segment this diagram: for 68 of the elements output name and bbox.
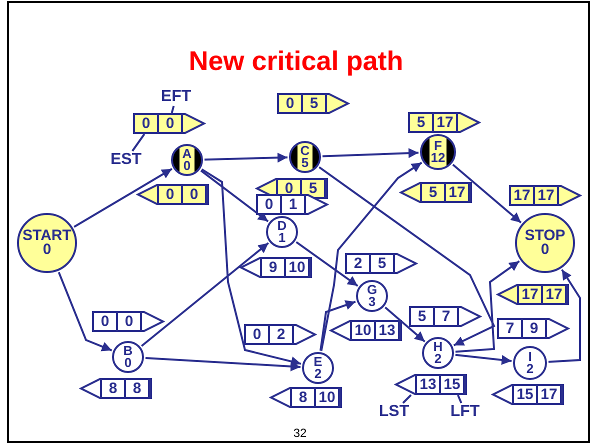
- arrow: [74, 168, 172, 228]
- page-number: 32: [293, 426, 307, 440]
- activity-circle: [422, 337, 454, 369]
- arrow: [384, 306, 426, 342]
- late-times-tag: [395, 374, 467, 395]
- arrow: [145, 357, 301, 372]
- arrow: [452, 164, 522, 224]
- activity-duration: 0: [124, 357, 132, 370]
- activity-name: START: [22, 228, 72, 243]
- callout-label: LST: [375, 403, 413, 421]
- activity-duration: 2: [314, 368, 322, 380]
- activity-circle: [356, 280, 388, 312]
- critical-activity-circle: [171, 144, 203, 176]
- activity-name: A: [182, 148, 192, 160]
- activity-name: E: [314, 356, 322, 368]
- event-circle: [515, 213, 575, 273]
- activity-duration: 5: [301, 157, 309, 170]
- arrow: [140, 242, 270, 347]
- late-times-tag: [497, 284, 569, 305]
- arrow: [548, 269, 581, 363]
- callout-label: LFT: [446, 403, 484, 421]
- activity-duration: 0: [42, 243, 52, 258]
- late-times-tag: [80, 378, 152, 399]
- activity-duration: 12: [430, 152, 446, 164]
- late-times-tag: [330, 320, 402, 341]
- late-times-tag: [240, 257, 312, 278]
- arrow: [320, 300, 356, 351]
- activity-name: I: [528, 350, 532, 363]
- activity-name: D: [277, 220, 287, 232]
- activity-duration: 1: [278, 232, 286, 244]
- arrow: [455, 260, 520, 353]
- late-times-tag: [400, 182, 472, 203]
- arrow: [320, 162, 422, 351]
- activity-circle: [302, 352, 334, 384]
- arrow: [322, 148, 419, 158]
- activity-duration: 0: [183, 160, 191, 172]
- arrow: [204, 152, 288, 163]
- activity-name: G: [366, 284, 378, 296]
- activity-duration: 3: [368, 296, 376, 308]
- callout-label: EST: [107, 151, 145, 169]
- leader-line: [132, 133, 146, 152]
- leader-line: [402, 394, 412, 404]
- activity-name: B: [123, 344, 133, 357]
- critical-activity-circle: [289, 141, 321, 173]
- leader-line: [456, 394, 462, 404]
- late-times-tag: [270, 387, 342, 408]
- activity-circle: [513, 346, 547, 380]
- activity-circle: [266, 216, 298, 248]
- arrow: [318, 166, 496, 346]
- activity-duration: 0: [540, 243, 550, 258]
- arrow: [296, 241, 358, 287]
- leader-line: [170, 106, 175, 114]
- activity-duration: 2: [434, 353, 442, 366]
- late-times-tag: [137, 184, 209, 205]
- callout-label: EFT: [157, 88, 195, 106]
- activity-circle: [112, 341, 144, 373]
- arrow: [200, 170, 269, 222]
- arrow: [58, 272, 112, 352]
- critical-activity-circle: [420, 134, 456, 170]
- slide-title: New critical path: [188, 46, 404, 76]
- activity-name: C: [300, 144, 310, 157]
- activity-name: F: [434, 140, 442, 152]
- arrow: [455, 354, 512, 365]
- activity-duration: 2: [526, 363, 534, 376]
- activity-name: STOP: [524, 228, 566, 243]
- late-times-tag: [492, 384, 564, 405]
- arrow: [201, 168, 302, 366]
- activity-name: H: [433, 340, 443, 353]
